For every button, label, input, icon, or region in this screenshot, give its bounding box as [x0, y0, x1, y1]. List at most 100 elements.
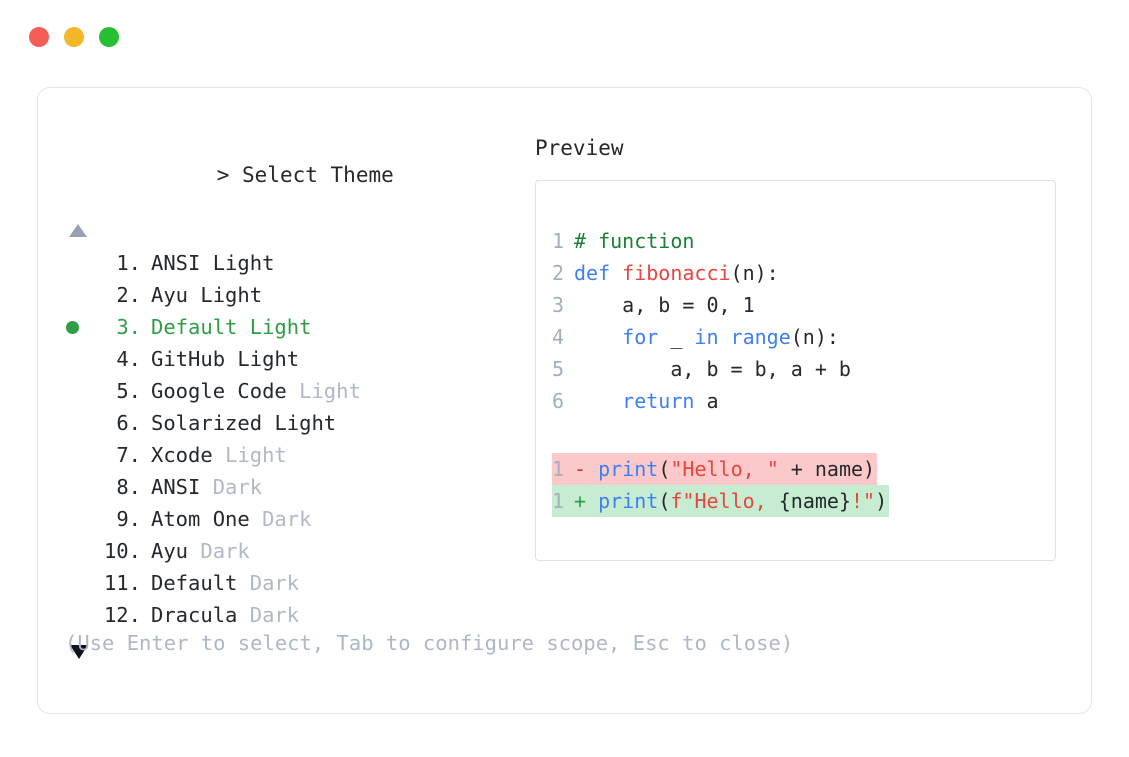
theme-item-mode-tag: Light [299, 379, 361, 403]
scroll-down-indicator[interactable] [65, 637, 535, 667]
code-token-comment: # function [574, 229, 695, 253]
code-token-fn: fibonacci [622, 261, 731, 285]
theme-item-space [213, 439, 225, 471]
theme-list-item[interactable]: 8.ANSI Dark [65, 471, 535, 503]
triangle-up-icon [69, 223, 87, 237]
maximize-button[interactable] [99, 27, 119, 47]
theme-list-item[interactable]: 11.Default Dark [65, 567, 535, 599]
prompt-title: Select Theme [242, 163, 394, 187]
code-token-plain: {name} [778, 489, 851, 513]
code-line-number: 5 [552, 357, 565, 381]
code-token-plain: (n): [790, 325, 839, 349]
window-titlebar [0, 0, 1129, 74]
theme-item-name: Default [151, 315, 238, 339]
theme-item-space [200, 471, 212, 503]
theme-item-mode-tag: Dark [249, 603, 300, 627]
code-line-content: a, b = b, a + b [574, 353, 851, 385]
theme-item-mode-tag: Light [249, 315, 312, 339]
code-line-content: return a [574, 385, 719, 417]
theme-list[interactable]: 1. ANSI Light 2.Ayu Light 3. Default Light 4.… [65, 247, 535, 631]
theme-item-mode-tag: Dark [212, 475, 263, 499]
theme-list-item[interactable]: 10.Ayu Dark [65, 535, 535, 567]
code-token-kw: def [574, 261, 623, 285]
theme-item-name: Atom One [151, 507, 250, 531]
diff-line-add: 1+ print(f"Hello, {name}!") [536, 485, 1055, 517]
theme-list-item[interactable]: 2.Ayu Light [65, 279, 535, 311]
theme-list-item[interactable]: 1. ANSI Light [65, 247, 535, 279]
theme-item-space [188, 279, 200, 311]
theme-item-space [200, 247, 212, 279]
code-token-kw: in range [694, 325, 791, 349]
selection-bullet-slot [65, 535, 95, 567]
theme-list-item[interactable]: 7.Xcode Light [65, 439, 535, 471]
code-line-content: def fibonacci(n): [574, 257, 779, 289]
code-token-str: f"Hello, [670, 489, 779, 513]
close-button[interactable] [29, 27, 49, 47]
theme-item-name: Dracula [151, 603, 238, 627]
code-line-number: 1 [552, 229, 565, 253]
theme-item-index: 3. [116, 315, 141, 339]
code-line-content: a, b = 0, 1 [574, 289, 755, 321]
code-token-plain: ) [875, 489, 888, 513]
theme-item-index: 12. [103, 603, 141, 627]
theme-item-index: 1. [116, 251, 141, 275]
theme-item-name: Ayu [151, 539, 189, 563]
code-token-plain: a, b = b, a + b [574, 357, 851, 381]
theme-item-mode-tag: Light [274, 411, 337, 435]
theme-list-item[interactable]: 12. Dracula Dark [65, 599, 535, 631]
code-line: 1 # function [536, 225, 1055, 257]
prompt-line: > Select Theme [65, 133, 535, 217]
theme-item-name: Solarized [151, 411, 263, 435]
code-line-number: 4 [552, 325, 565, 349]
theme-item-index: 7. [116, 443, 141, 467]
prompt-caret-icon: > [216, 163, 230, 187]
code-diff-separator [536, 417, 1055, 453]
theme-item-name: ANSI [151, 251, 201, 275]
preview-label: Preview [535, 136, 624, 160]
theme-item-name: Xcode [151, 443, 213, 467]
theme-item-mode-tag: Dark [262, 507, 312, 531]
theme-item-space [188, 535, 200, 567]
code-token-plain: (n): [730, 261, 779, 285]
theme-item-index: 10. [103, 539, 141, 563]
selection-bullet-slot [65, 343, 95, 375]
diff-sign-space [586, 489, 598, 513]
theme-list-item[interactable]: 3. Default Light [65, 311, 535, 343]
selection-bullet-slot [65, 599, 95, 631]
scroll-up-indicator[interactable] [65, 217, 535, 243]
code-line: 6 return a [536, 385, 1055, 417]
selection-bullet-slot [65, 375, 95, 407]
theme-list-item[interactable]: 9.Atom One Dark [65, 503, 535, 535]
code-line-number: 6 [552, 389, 565, 413]
triangle-down-icon [70, 645, 88, 659]
theme-item-index: 6. [116, 411, 141, 435]
diff-block: 1- print("Hello, " + name)1+ print(f"Hel… [536, 453, 1055, 517]
selection-bullet-slot [65, 471, 95, 503]
page-title [229, 163, 242, 187]
theme-list-item[interactable]: 4.GitHub Light [65, 343, 535, 375]
theme-item-mode-tag: Dark [249, 571, 300, 595]
code-token-plain: a, b = 0, 1 [574, 293, 755, 317]
theme-list-item[interactable]: 6. Solarized Light [65, 407, 535, 439]
selection-bullet-slot [65, 311, 95, 343]
theme-item-name: Ayu [151, 283, 189, 307]
theme-item-space [237, 567, 249, 599]
code-line-content: # function [574, 225, 694, 257]
diff-sign-del: - [574, 457, 587, 481]
code-token-plain: a [694, 389, 719, 413]
code-line: 5 a, b = b, a + b [536, 353, 1055, 385]
code-line: 3 a, b = 0, 1 [536, 289, 1055, 321]
minimize-button[interactable] [64, 27, 84, 47]
code-line-number: 3 [552, 293, 565, 317]
code-token-plain: ( [658, 489, 671, 513]
selection-bullet-slot [65, 439, 95, 471]
theme-item-mode-tag: Light [212, 251, 275, 275]
code-token-kw: return [622, 389, 695, 413]
theme-item-name: Default [151, 571, 238, 595]
theme-item-space [262, 407, 274, 439]
theme-list-item[interactable]: 5.Google Code Light [65, 375, 535, 407]
keyboard-hint: (Use Enter to select, Tab to configure s… [65, 631, 794, 655]
